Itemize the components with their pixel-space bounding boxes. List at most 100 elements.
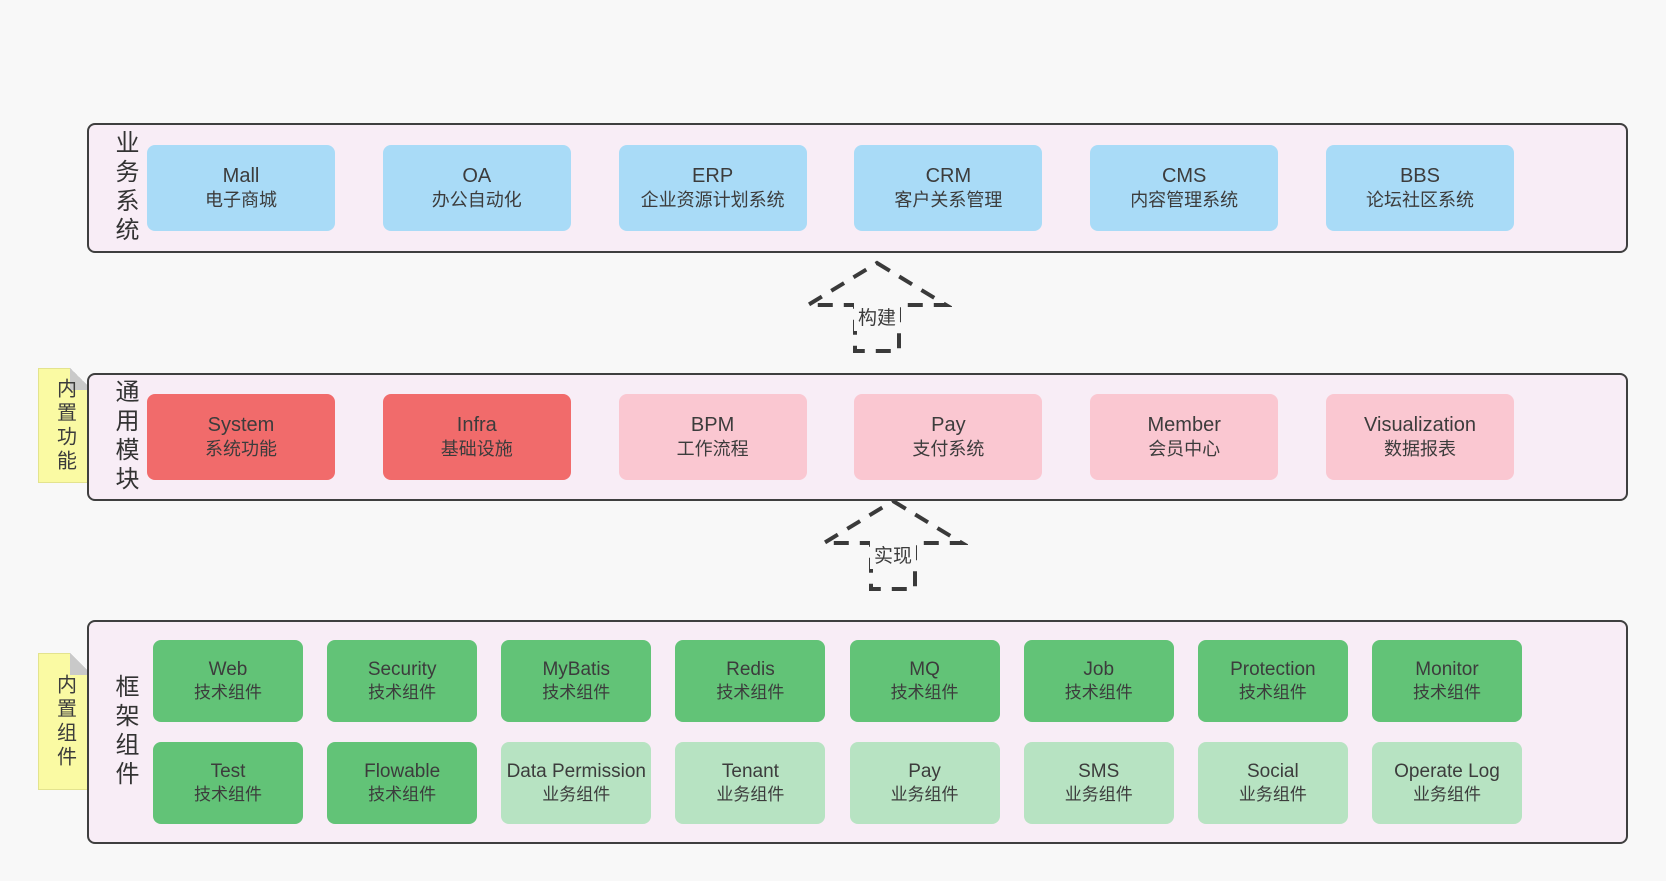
box-subtitle: 业务组件 xyxy=(890,784,959,804)
box-subtitle: 业务组件 xyxy=(1412,784,1481,804)
box-title: Security xyxy=(367,659,437,681)
box-member: Member 会员中心 xyxy=(1090,394,1279,480)
box-subtitle: 技术组件 xyxy=(194,682,262,702)
box-operate-log: Operate Log 业务组件 xyxy=(1371,742,1522,824)
box-title: Web xyxy=(208,659,248,681)
box-title: Redis xyxy=(726,659,775,681)
box-title: CRM xyxy=(925,165,972,188)
box-sms: SMS 业务组件 xyxy=(1023,742,1174,824)
box-title: Operate Log xyxy=(1394,761,1500,783)
box-subtitle: 技术组件 xyxy=(716,682,785,702)
panel-common-modules: 通用模块 System 系统功能 Infra 基础设施 BPM 工作流程 Pay… xyxy=(87,373,1628,501)
box-protection: Protection 技术组件 xyxy=(1197,640,1348,722)
box-job: Job 技术组件 xyxy=(1023,640,1174,722)
box-mybatis: MyBatis 技术组件 xyxy=(501,640,652,722)
panel-framework-components: 框架组件 Web 技术组件 Security 技术组件 MyBatis 技术组件… xyxy=(87,620,1628,844)
box-test: Test 技术组件 xyxy=(153,742,303,824)
box-web: Web 技术组件 xyxy=(153,640,303,722)
arrow-up-icon xyxy=(802,260,952,353)
box-title: Tenant xyxy=(721,761,779,783)
box-subtitle: 企业资源计划系统 xyxy=(640,190,785,211)
box-mq: MQ 技术组件 xyxy=(849,640,1000,722)
arrow-up-icon xyxy=(818,498,968,591)
box-redis: Redis 技术组件 xyxy=(675,640,826,722)
box-subtitle: 电子商城 xyxy=(205,190,277,211)
box-title: Pay xyxy=(908,761,941,783)
arrow-label-implement: 实现 xyxy=(869,540,917,569)
box-subtitle: 技术组件 xyxy=(542,682,611,702)
box-title: BBS xyxy=(1399,165,1440,188)
box-subtitle: 业务组件 xyxy=(1064,784,1133,804)
box-bbs: BBS 论坛社区系统 xyxy=(1325,145,1514,231)
box-tenant: Tenant 业务组件 xyxy=(675,742,826,824)
folded-corner-icon xyxy=(70,653,92,675)
panel-business-systems: 业务系统 Mall 电子商城 OA 办公自动化 ERP 企业资源计划系统 CRM… xyxy=(87,123,1628,253)
panel-label-common-modules: 通用模块 xyxy=(111,379,138,495)
panel-label-framework-components: 框架组件 xyxy=(111,674,138,790)
box-title: Visualization xyxy=(1364,414,1476,437)
note-text: 内置组件 xyxy=(53,673,76,770)
box-pay-module: Pay 支付系统 xyxy=(854,394,1043,480)
box-subtitle: 办公自动化 xyxy=(431,190,522,211)
note-text: 内置功能 xyxy=(53,377,76,474)
box-subtitle: 技术组件 xyxy=(1412,682,1481,702)
box-subtitle: 技术组件 xyxy=(1064,682,1133,702)
box-title: Protection xyxy=(1230,659,1316,681)
box-security: Security 技术组件 xyxy=(327,640,478,722)
box-title: Social xyxy=(1246,761,1299,783)
box-subtitle: 技术组件 xyxy=(1238,682,1307,702)
folded-corner-icon xyxy=(70,368,92,390)
box-subtitle: 工作流程 xyxy=(676,439,749,460)
box-pay-component: Pay 业务组件 xyxy=(849,742,1000,824)
box-title: ERP xyxy=(692,165,734,188)
box-title: Data Permission xyxy=(506,761,646,783)
box-title: MyBatis xyxy=(542,659,611,681)
modules-box-row: System 系统功能 Infra 基础设施 BPM 工作流程 Pay 支付系统… xyxy=(147,394,1514,480)
arrow-label-build: 构建 xyxy=(853,302,901,331)
box-cms: CMS 内容管理系统 xyxy=(1090,145,1279,231)
box-title: System xyxy=(207,414,275,437)
box-infra: Infra 基础设施 xyxy=(382,394,571,480)
box-erp: ERP 企业资源计划系统 xyxy=(618,145,807,231)
box-subtitle: 技术组件 xyxy=(368,784,437,804)
box-subtitle: 会员中心 xyxy=(1148,439,1221,460)
framework-row-1: Web 技术组件 Security 技术组件 MyBatis 技术组件 Redi… xyxy=(153,640,1522,722)
box-oa: OA 办公自动化 xyxy=(382,145,571,231)
box-subtitle: 内容管理系统 xyxy=(1130,190,1239,211)
box-monitor: Monitor 技术组件 xyxy=(1371,640,1522,722)
box-title: Member xyxy=(1147,414,1221,437)
box-subtitle: 基础设施 xyxy=(440,439,513,460)
box-title: Job xyxy=(1083,659,1115,681)
box-social: Social 业务组件 xyxy=(1197,742,1348,824)
box-subtitle: 技术组件 xyxy=(368,682,437,702)
box-title: Pay xyxy=(931,414,966,437)
box-title: MQ xyxy=(909,659,940,681)
box-title: SMS xyxy=(1078,761,1120,783)
box-subtitle: 技术组件 xyxy=(890,682,959,702)
box-subtitle: 技术组件 xyxy=(194,784,262,804)
framework-box-rows: Web 技术组件 Security 技术组件 MyBatis 技术组件 Redi… xyxy=(153,640,1522,824)
box-system: System 系统功能 xyxy=(147,394,335,480)
panel-label-business-systems: 业务系统 xyxy=(111,130,138,246)
box-title: OA xyxy=(462,165,492,188)
box-title: CMS xyxy=(1161,165,1207,188)
box-title: Test xyxy=(210,761,246,783)
box-bpm: BPM 工作流程 xyxy=(618,394,807,480)
sticky-note-built-in-components: 内置组件 xyxy=(38,653,92,790)
box-title: Infra xyxy=(456,414,497,437)
box-subtitle: 系统功能 xyxy=(205,439,277,460)
box-subtitle: 论坛社区系统 xyxy=(1365,190,1474,211)
box-title: Monitor xyxy=(1415,659,1479,681)
box-subtitle: 业务组件 xyxy=(716,784,785,804)
box-mall: Mall 电子商城 xyxy=(147,145,335,231)
box-visualization: Visualization 数据报表 xyxy=(1325,394,1514,480)
box-subtitle: 数据报表 xyxy=(1383,439,1456,460)
box-subtitle: 客户关系管理 xyxy=(894,190,1003,211)
box-flowable: Flowable 技术组件 xyxy=(327,742,478,824)
framework-row-2: Test 技术组件 Flowable 技术组件 Data Permission … xyxy=(153,742,1522,824)
dashed-arrow-up-build: 构建 xyxy=(802,258,952,356)
box-subtitle: 业务组件 xyxy=(542,784,611,804)
box-title: BPM xyxy=(690,414,735,437)
sticky-note-built-in-features: 内置功能 xyxy=(38,368,92,483)
business-box-row: Mall 电子商城 OA 办公自动化 ERP 企业资源计划系统 CRM 客户关系… xyxy=(147,145,1514,231)
